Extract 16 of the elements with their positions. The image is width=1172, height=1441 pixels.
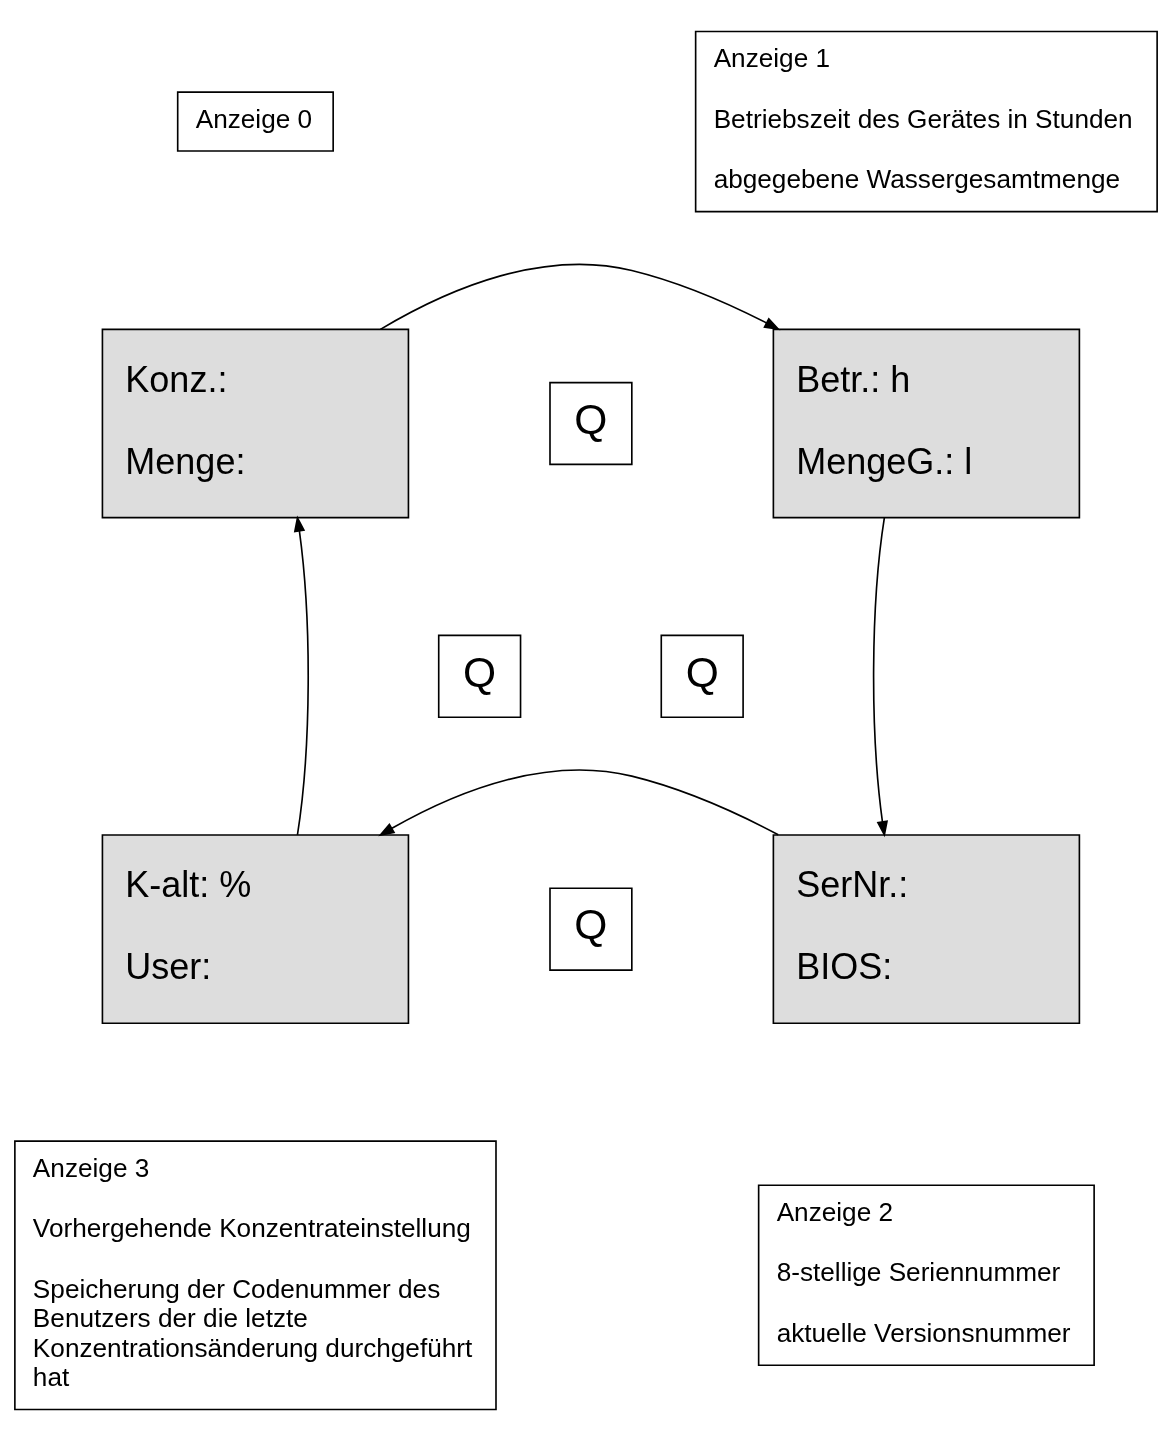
- arrow: [293, 515, 309, 836]
- arrow: [872, 517, 888, 838]
- node-box: K-alt: % User:: [101, 834, 410, 1025]
- node-box: Anzeige 1 Betriebszeit des Gerätes in Stunden abgegebene Wassergesamtmenge: [694, 30, 1158, 213]
- arrow: [378, 769, 780, 837]
- node-box: Q: [549, 887, 633, 971]
- node-box: Anzeige 0: [176, 91, 334, 152]
- node-box: Q: [549, 381, 633, 466]
- node-box: SerNr.: BIOS:: [772, 834, 1081, 1025]
- node-box: Betr.: h MengeG.: l: [772, 328, 1081, 519]
- arrow: [379, 263, 781, 331]
- node-box: Q: [660, 634, 744, 719]
- node-box: Anzeige 2 8-stellige Seriennummer aktuelle Versionsnummer: [757, 1184, 1095, 1367]
- node-box: Q: [437, 634, 522, 719]
- node-box: Anzeige 3 Vorhergehende Konzentrateinstellung Speicherung der Codenummer des Benutzers der die letzte Konzentrationsänderung durchgeführt hat: [14, 1140, 497, 1411]
- node-box: Konz.: Menge:: [101, 328, 410, 519]
